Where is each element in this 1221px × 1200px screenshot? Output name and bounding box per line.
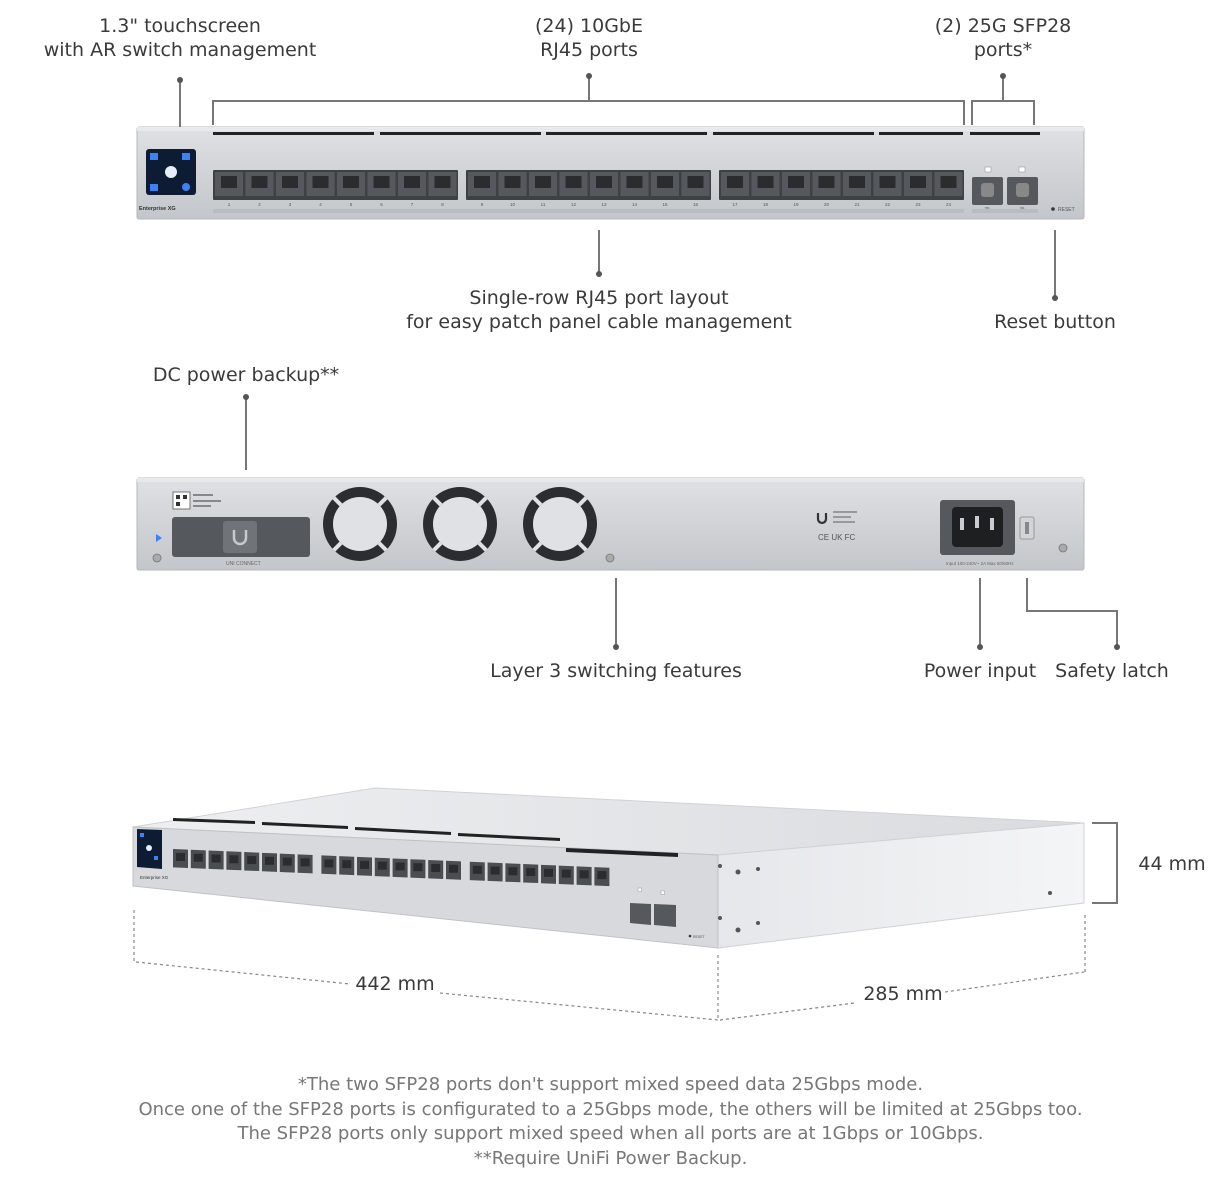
touchscreen	[146, 149, 196, 195]
footnote-1: *The two SFP28 ports don't support mixed…	[297, 1074, 924, 1095]
rj45-port-number: 7	[411, 202, 414, 207]
rj45-port-number: 13	[601, 202, 607, 207]
rj45-callout-line1: (24) 10GbE	[534, 15, 643, 37]
qr-label	[172, 491, 221, 510]
rj45-bracket	[212, 100, 965, 125]
safety-latch-callout: Safety latch	[1055, 660, 1169, 682]
perspective-view: Enterprise XG RESET	[132, 787, 1118, 1021]
sfp-ports	[972, 166, 1038, 213]
perspective-touchscreen	[137, 829, 162, 869]
sfp-port-number: 25	[984, 206, 990, 211]
port-group-bars	[213, 132, 1040, 135]
width-dim-line-a	[135, 961, 351, 985]
front-face	[132, 826, 719, 949]
rj45-port-number: 21	[854, 202, 860, 207]
reset-callout: Reset button	[994, 311, 1116, 333]
rj45-port-number: 22	[885, 202, 891, 207]
rear-view: UNI CONNECT CE UK FC Input 100-240V~ 2A …	[136, 394, 1120, 650]
model-label: Enterprise XG	[139, 206, 176, 212]
rj45-port-number: 2	[258, 202, 261, 207]
rj45-port-number: 16	[693, 202, 699, 207]
sfp-bracket	[971, 100, 1035, 125]
footnote-2: Once one of the SFP28 ports is configura…	[138, 1098, 1083, 1120]
fan-vents	[323, 487, 597, 561]
dc-connector-label: UNI CONNECT	[226, 561, 261, 567]
touchscreen-callout-line1: 1.3" touchscreen	[99, 15, 261, 37]
width-dim-line-b	[439, 992, 719, 1021]
footnotes: *The two SFP28 ports don't support mixed…	[0, 1073, 1221, 1171]
footnote-3: The SFP28 ports only support mixed speed…	[237, 1123, 984, 1144]
width-label: 442 mm	[355, 973, 435, 995]
sfp-port-number: 26	[1019, 206, 1025, 211]
perspective-sfp-ports	[630, 887, 676, 927]
rj45-port-row	[213, 170, 964, 200]
depth-label: 285 mm	[863, 983, 943, 1005]
rj45-port-number: 6	[380, 202, 383, 207]
reset-button	[1051, 207, 1055, 211]
power-rating: Input 100-240V~ 2A Max 50/60Hz	[946, 561, 1014, 566]
layer3-callout: Layer 3 switching features	[490, 660, 742, 682]
port-layout-callout: Single-row RJ45 port layout for easy pat…	[399, 286, 799, 334]
status-led	[156, 534, 162, 542]
rj45-port-number: 3	[289, 202, 292, 207]
rj45-port-number: 11	[541, 202, 546, 207]
perspective-reset-text: RESET	[693, 935, 706, 939]
dc-power-port	[172, 517, 310, 557]
rj45-port-number: 20	[824, 202, 830, 207]
rj45-port-number: 1	[228, 202, 231, 207]
rj45-callout: (24) 10GbE RJ45 ports	[489, 14, 689, 62]
sfp-callout: (2) 25G SFP28 ports*	[903, 14, 1103, 62]
power-inlet	[940, 500, 1015, 555]
port-layout-callout-line1: Single-row RJ45 port layout	[469, 287, 729, 309]
rj45-port-number: 5	[350, 202, 353, 207]
height-dimension	[1092, 822, 1118, 904]
safety-latch	[1019, 516, 1035, 540]
rack-holes	[718, 864, 1052, 933]
depth-dim-line-b	[944, 971, 1085, 993]
perspective-model-label: Enterprise XG	[140, 875, 169, 880]
port-led-bar	[213, 209, 964, 213]
rj45-port-number: 19	[793, 202, 799, 207]
rj45-callout-line2: RJ45 ports	[540, 39, 638, 61]
certification-marks: CE UK FC	[818, 533, 856, 542]
rj45-port-number: 4	[319, 202, 322, 207]
rj45-port-number: 8	[441, 202, 444, 207]
depth-dim-line-a	[719, 1002, 856, 1021]
ground-screw	[152, 553, 162, 563]
height-label: 44 mm	[1138, 853, 1206, 875]
sfp-callout-line1: (2) 25G SFP28	[934, 15, 1072, 37]
dc-power-callout: DC power backup**	[152, 364, 340, 386]
rj45-port-number: 17	[732, 202, 738, 207]
rj45-port-number: 23	[915, 202, 921, 207]
reset-text: RESET	[1058, 207, 1075, 213]
rj45-port-number: 14	[632, 202, 638, 207]
sfp-callout-line2: ports*	[973, 39, 1033, 61]
perspective-port-bars	[173, 818, 678, 857]
rj45-port-number: 10	[510, 202, 516, 207]
front-top-edge	[137, 127, 1084, 131]
rj45-port-number: 12	[571, 202, 577, 207]
perspective-rj45-row	[173, 849, 610, 887]
port-layout-callout-line2: for easy patch panel cable management	[406, 311, 792, 333]
footnote-4: **Require UniFi Power Backup.	[473, 1147, 748, 1169]
rj45-port-number: 18	[763, 202, 769, 207]
touchscreen-callout: 1.3" touchscreen with AR switch manageme…	[40, 14, 320, 62]
touchscreen-callout-line2: with AR switch management	[43, 39, 317, 61]
rj45-port-number: 9	[481, 202, 484, 207]
rj45-port-number: 15	[662, 202, 668, 207]
rj45-port-number: 24	[946, 202, 952, 207]
power-input-callout: Power input	[923, 660, 1037, 682]
ubiquiti-logo	[816, 511, 857, 525]
latch-callout-line	[1026, 578, 1118, 647]
